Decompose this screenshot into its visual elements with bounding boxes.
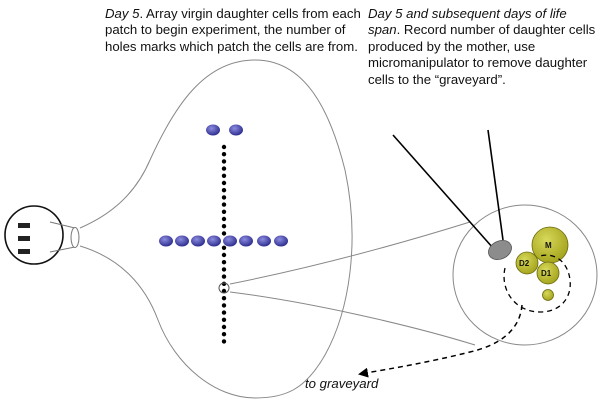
caption-left-day: Day 5 xyxy=(105,6,140,21)
virgin-cell xyxy=(223,235,237,247)
daughter-cell-1: D1 xyxy=(536,261,560,285)
dashed-region xyxy=(503,254,571,313)
caption-right-text: . Record number of daughter cells produc… xyxy=(368,22,596,87)
hole-mark xyxy=(221,216,227,222)
hole-mark xyxy=(221,288,227,294)
hole-mark xyxy=(221,260,227,265)
hole-mark xyxy=(221,231,227,236)
virgin-cells-row xyxy=(159,235,288,247)
bud-cell xyxy=(542,289,554,301)
hole-mark xyxy=(221,267,227,272)
caption-day5-array: Day 5. Array virgin daughter cells from … xyxy=(105,6,375,55)
grid-spot xyxy=(218,282,230,294)
virgin-cell xyxy=(159,235,173,247)
hole-mark xyxy=(221,173,227,178)
daughter-cell-2: D2 xyxy=(515,251,539,275)
mother-cell-label: M xyxy=(545,241,552,250)
patch-magnified-outline xyxy=(79,59,353,399)
hole-mark xyxy=(221,195,227,200)
mother-cell-field xyxy=(452,204,598,346)
plate-icon xyxy=(4,205,80,265)
virgin-cell xyxy=(239,235,253,247)
hole-mark xyxy=(221,144,227,150)
needle-icon xyxy=(392,129,512,261)
hole-mark xyxy=(221,180,227,186)
mother-cell: M xyxy=(531,226,569,264)
hole-mark xyxy=(221,188,227,193)
caption-left-text: . Array virgin daughter cells from each … xyxy=(105,6,361,54)
hole-mark xyxy=(221,159,227,164)
hole-mark xyxy=(221,332,227,337)
hole-mark xyxy=(221,303,227,308)
hole-mark xyxy=(221,152,227,157)
hole-mark xyxy=(221,339,227,344)
caption-day5-lifespan: Day 5 and subsequent days of life span. … xyxy=(368,6,600,88)
virgin-cell xyxy=(191,235,205,247)
hole-mark xyxy=(221,296,227,301)
zoom-line-top xyxy=(229,221,471,285)
hole-mark xyxy=(221,281,227,286)
caption-right-day: Day 5 and subsequent days of life span xyxy=(368,6,567,38)
virgin-cell xyxy=(207,235,221,247)
patch-mark-icon xyxy=(18,223,30,254)
hole-mark xyxy=(221,166,227,171)
virgin-cell xyxy=(257,235,271,247)
hole-mark xyxy=(221,202,227,207)
virgin-cells-top xyxy=(206,124,243,136)
hole-mark xyxy=(221,317,227,322)
hole-mark xyxy=(221,224,227,229)
hole-mark xyxy=(221,245,227,250)
arrow-icon xyxy=(358,304,523,378)
daughter-cell-2-label: D2 xyxy=(519,259,530,268)
hole-mark xyxy=(221,252,227,258)
graveyard-label: to graveyard xyxy=(305,376,379,391)
virgin-cell xyxy=(175,235,189,247)
hole-mark xyxy=(221,209,227,214)
hole-marks-vertical xyxy=(221,144,227,344)
virgin-cell xyxy=(274,235,288,247)
hole-mark xyxy=(221,324,227,330)
zoom-line-bottom xyxy=(229,291,476,346)
hole-mark xyxy=(221,274,227,279)
daughter-cell-1-label: D1 xyxy=(541,269,552,278)
hole-mark xyxy=(221,310,227,315)
